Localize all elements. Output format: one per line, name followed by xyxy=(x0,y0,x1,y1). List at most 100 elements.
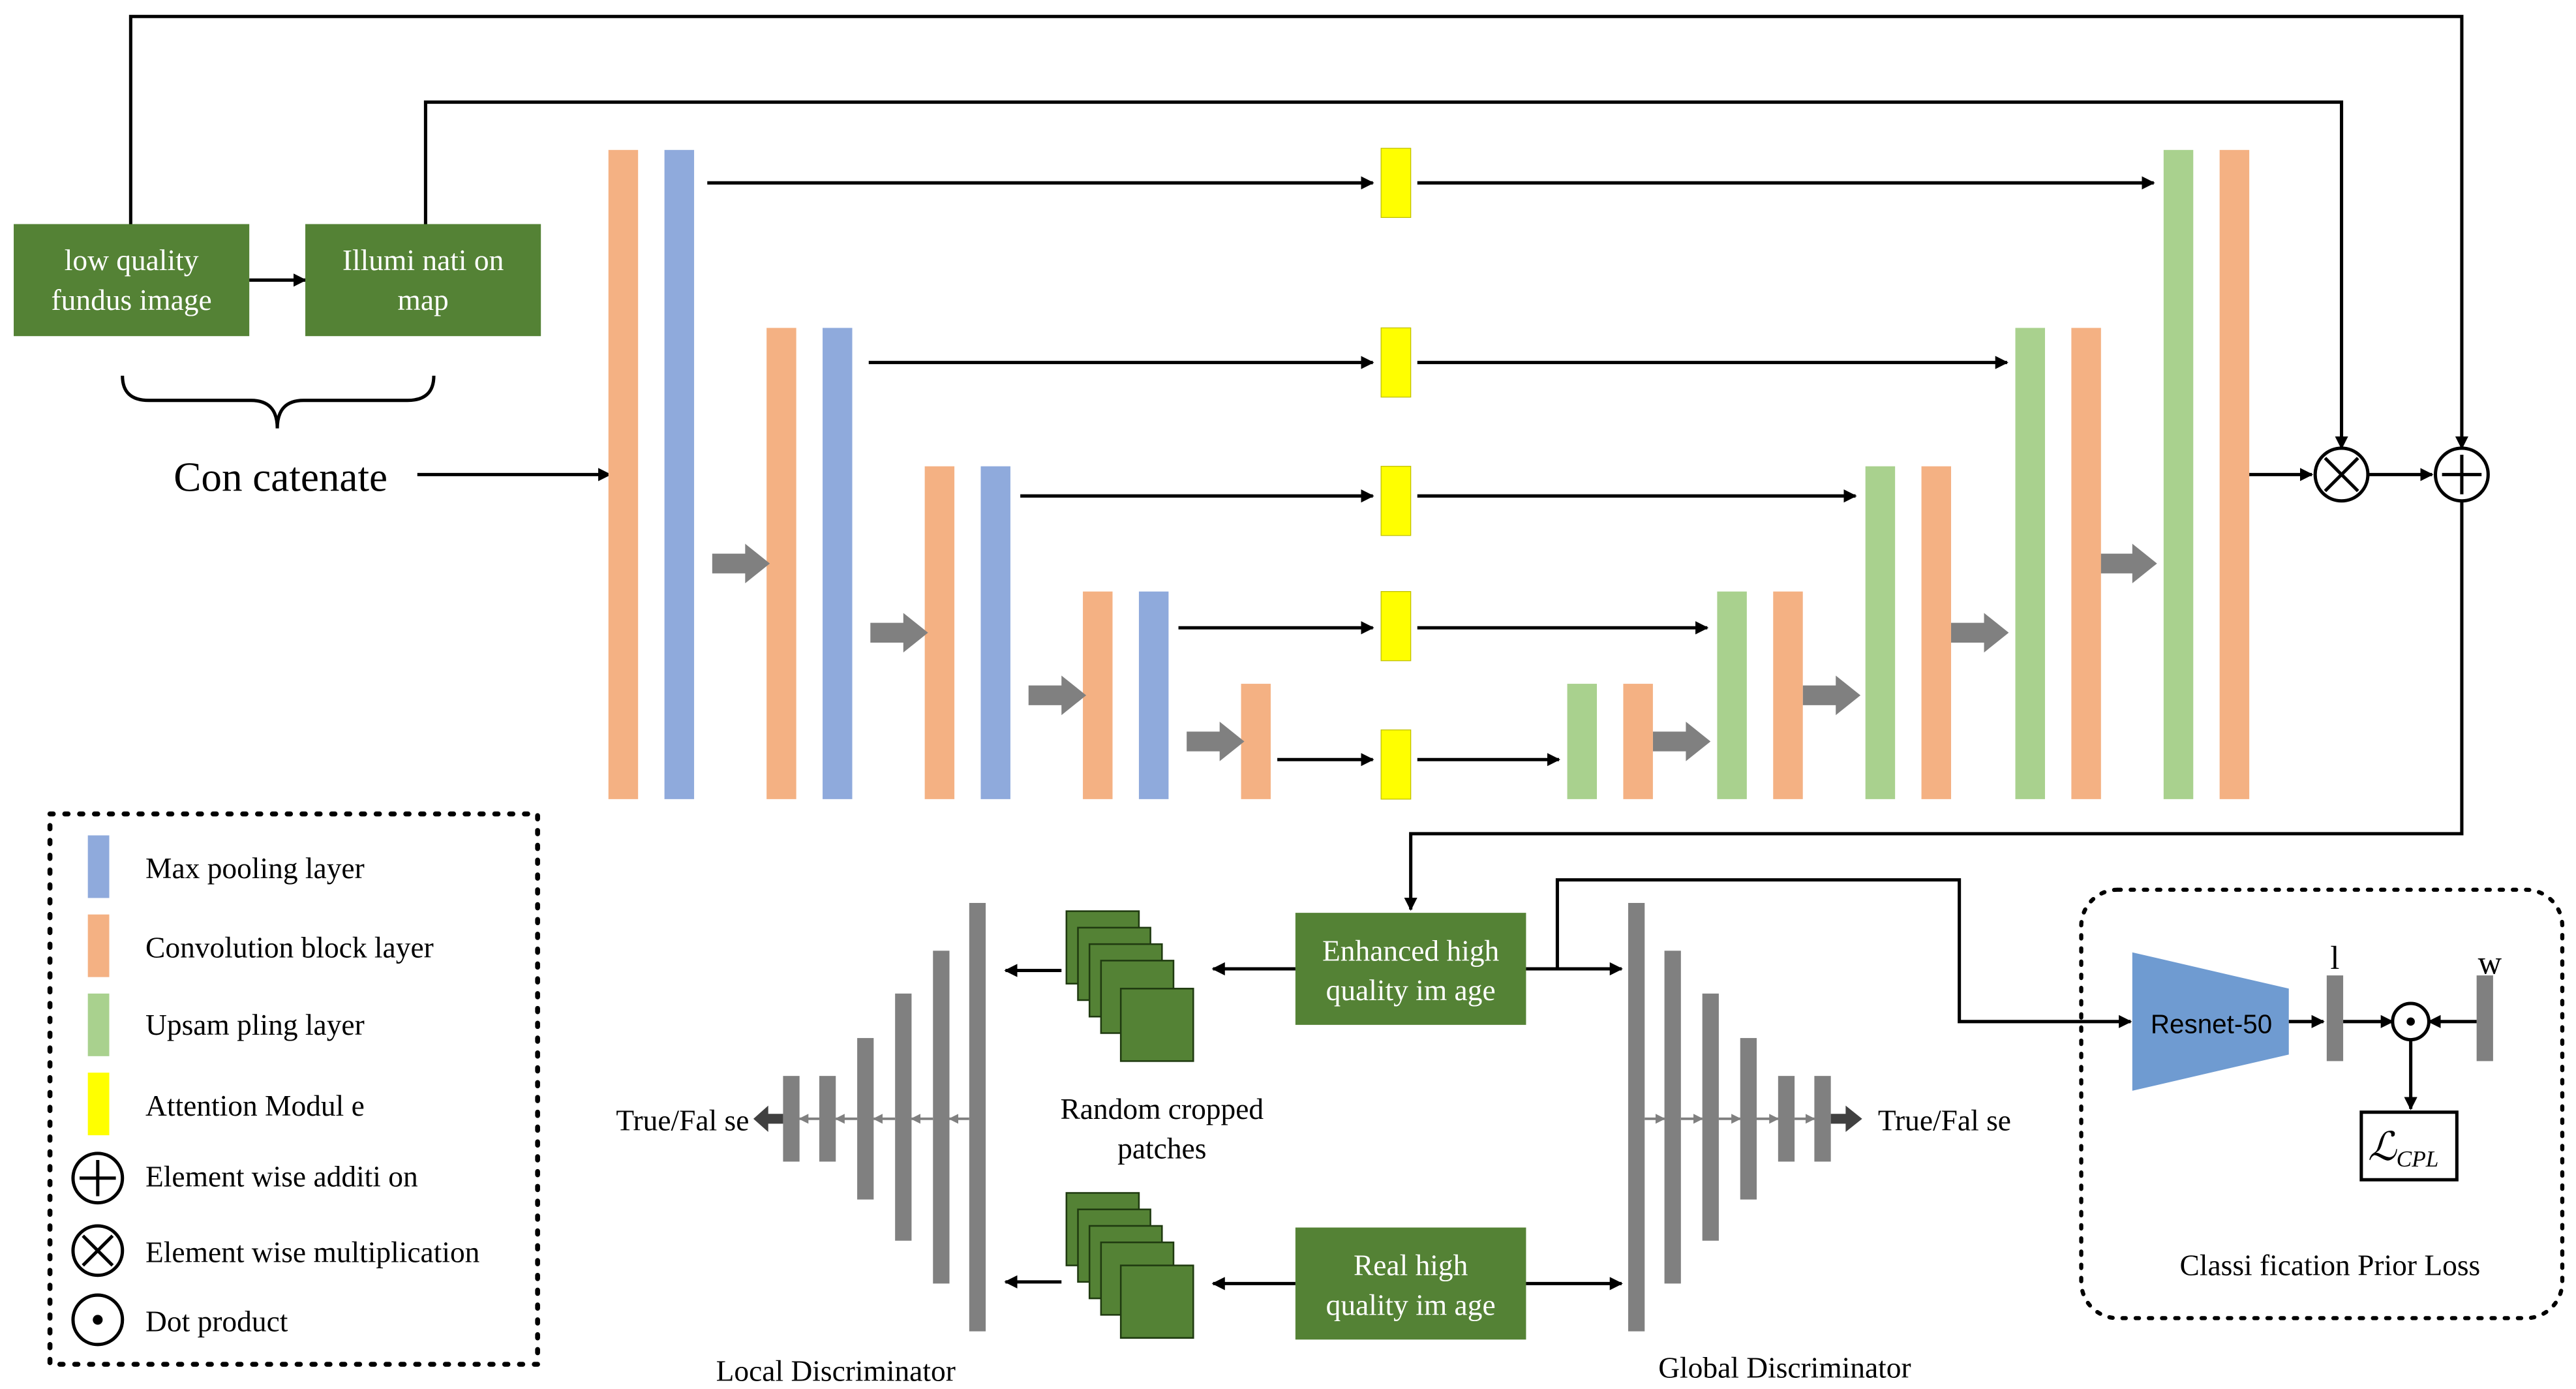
gray-block-arrows xyxy=(712,543,2157,761)
global-discriminator xyxy=(1628,902,1831,1332)
w-label: w xyxy=(2478,945,2502,981)
unet-encoder xyxy=(608,149,1271,799)
times-circle-icon xyxy=(2313,446,2370,503)
upsample-5 xyxy=(2163,149,2194,799)
conv-block-3 xyxy=(924,466,955,799)
upsample-3 xyxy=(1865,466,1896,799)
down-arrow-2 xyxy=(870,613,928,653)
up-arrow-3 xyxy=(1951,613,2009,653)
legend-label-attention: Attention Modul e xyxy=(145,1089,365,1122)
legend-label-addition: Element wise additi on xyxy=(145,1159,418,1193)
times-circle-icon xyxy=(71,1224,125,1277)
plus-circle-icon xyxy=(2433,446,2490,503)
concatenate-label: Con catenate xyxy=(174,455,387,500)
legend-label-dot-product: Dot product xyxy=(145,1305,288,1338)
unet-decoder xyxy=(1567,149,2250,799)
illumination-label-line2: map xyxy=(397,283,448,316)
enhanced-image-box xyxy=(1295,913,1526,1025)
legend-label-pool: Max pooling layer xyxy=(145,851,365,885)
legend-label-multiplication: Element wise multiplication xyxy=(145,1236,480,1269)
l-vector xyxy=(2326,975,2344,1061)
pool-swatch xyxy=(87,835,110,898)
attention-module-3 xyxy=(1380,466,1412,536)
legend: Max pooling layer Convolution block laye… xyxy=(47,811,540,1367)
real-image-box xyxy=(1295,1227,1526,1340)
attention-module-4 xyxy=(1380,591,1412,662)
concatenate-brace xyxy=(121,375,436,429)
cpl-border xyxy=(2079,887,2565,1320)
attention-module-2 xyxy=(1380,327,1412,398)
max-pool-1 xyxy=(664,149,695,799)
dec-conv-5 xyxy=(2219,149,2250,799)
dec-conv-4 xyxy=(2071,328,2101,799)
input-to-addition-line xyxy=(129,14,2469,450)
conv-block-5 xyxy=(1241,684,1271,799)
enhanced-label-line1: Enhanced high xyxy=(1322,934,1500,967)
upsample-1 xyxy=(1567,684,1598,799)
plus-circle-icon xyxy=(71,1152,125,1205)
output-operations xyxy=(1404,446,2490,911)
dec-conv-1 xyxy=(1623,684,1653,799)
loss-box xyxy=(2359,1110,2459,1182)
l-label: l xyxy=(2330,939,2339,976)
up-arrow-1 xyxy=(1652,722,1711,761)
add-to-enhanced-line xyxy=(1404,500,2464,911)
output-section: Enhanced high quality im age Real high q… xyxy=(1211,878,2132,1340)
real-label-line2: quality im age xyxy=(1326,1288,1496,1321)
conv-block-2 xyxy=(766,328,796,799)
loss-subscript: CPL xyxy=(2397,1146,2439,1172)
resnet-trapezoid xyxy=(2132,952,2289,1091)
patches-label-line2: patches xyxy=(1117,1131,1206,1165)
illumination-map-box xyxy=(305,224,541,337)
upsample-4 xyxy=(2015,328,2045,799)
illumination-to-multiply-line xyxy=(423,100,2348,450)
patches-label-line1: Random cropped xyxy=(1060,1092,1264,1125)
upsample-swatch xyxy=(87,993,110,1056)
cpl-title: Classi fication Prior Loss xyxy=(2180,1249,2481,1282)
enhanced-label-line2: quality im age xyxy=(1326,973,1496,1007)
conv-block-4 xyxy=(1083,591,1113,799)
attention-swatch xyxy=(87,1073,110,1136)
down-arrow-1 xyxy=(712,543,770,584)
dot-circle-icon xyxy=(71,1293,125,1347)
local-discriminator-title: Local Discriminator xyxy=(716,1354,956,1387)
max-pool-4 xyxy=(1138,591,1169,799)
global-output-arrow xyxy=(1830,1105,1862,1133)
low-quality-label-line1: low quality xyxy=(65,243,199,277)
legend-label-conv: Convolution block layer xyxy=(145,930,434,964)
w-vector xyxy=(2476,975,2493,1061)
attention-skip-connections xyxy=(707,176,2155,767)
up-arrow-2 xyxy=(1802,675,1861,716)
illumination-label-line1: Illumi nati on xyxy=(342,243,504,277)
conv-block-1 xyxy=(608,149,639,799)
patches-bottom xyxy=(1065,1192,1194,1339)
patches-top xyxy=(1065,910,1194,1062)
attention-modules xyxy=(1380,147,1412,800)
attention-module-5 xyxy=(1380,729,1412,800)
local-output-arrow xyxy=(753,1105,783,1133)
real-label-line1: Real high xyxy=(1354,1249,1468,1282)
attention-module-1 xyxy=(1380,147,1412,218)
cpl-section: Resnet-50 l w ℒCPL Classi fication Prior… xyxy=(2079,887,2565,1320)
global-output-label: True/Fal se xyxy=(1878,1103,2011,1137)
loss-symbol: ℒCPL xyxy=(2368,1125,2438,1172)
conv-swatch xyxy=(87,914,110,977)
upsample-2 xyxy=(1717,591,1747,799)
up-arrow-4 xyxy=(2099,543,2157,584)
legend-label-upsample: Upsam pling layer xyxy=(145,1008,365,1041)
local-discriminator xyxy=(783,902,986,1332)
low-quality-image-box xyxy=(14,224,250,337)
down-arrow-4 xyxy=(1187,722,1245,761)
dot-circle-icon xyxy=(2391,1001,2431,1042)
down-arrow-3 xyxy=(1028,675,1087,716)
max-pool-3 xyxy=(980,466,1010,799)
dec-conv-2 xyxy=(1773,591,1803,799)
low-quality-label-line2: fundus image xyxy=(52,283,212,316)
max-pool-2 xyxy=(823,328,853,799)
global-discriminator-title: Global Discriminator xyxy=(1658,1351,1911,1384)
dec-conv-3 xyxy=(1921,466,1952,799)
skip-connection-lines xyxy=(129,14,2469,450)
resnet-label: Resnet-50 xyxy=(2151,1009,2272,1039)
local-output-label: True/Fal se xyxy=(616,1103,749,1137)
